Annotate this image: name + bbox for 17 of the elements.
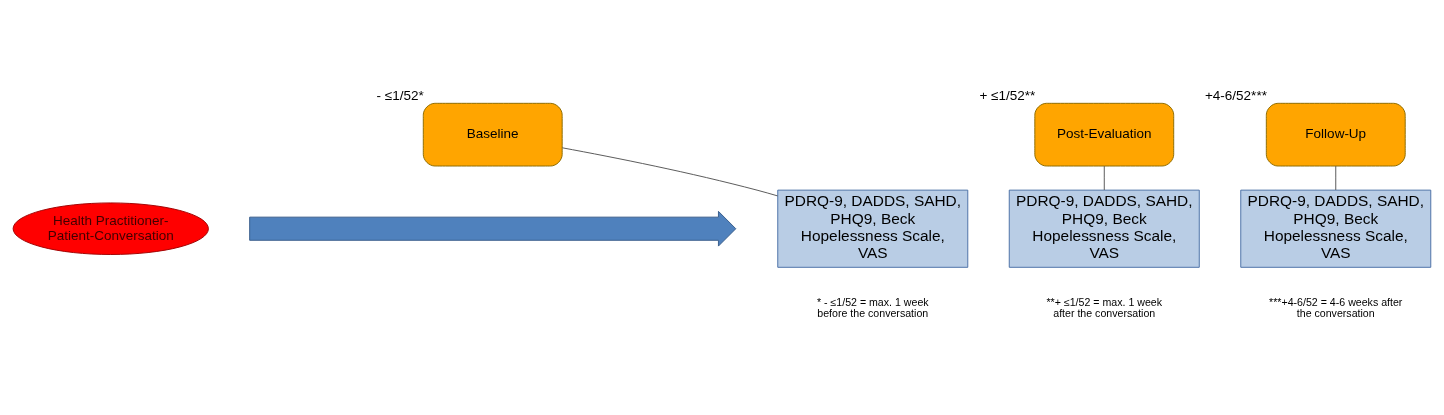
- node-label: + ≤1/52**: [979, 87, 1036, 103]
- connector: [1335, 165, 1337, 191]
- label: ***+4-6/52 = 4-6 weeks after the conversation: [1269, 295, 1403, 320]
- node-box: Post-Evaluation: [1034, 102, 1175, 167]
- node-label: +4-6/52***: [1204, 87, 1267, 103]
- node-label: - ≤1/52*: [376, 87, 424, 103]
- connector: [561, 147, 779, 197]
- label: * - ≤1/52 = max. 1 week before the conversation: [816, 295, 929, 320]
- node-box: Baseline: [422, 102, 563, 167]
- node-box: PDRQ-9, DADDS, SAHD, PHQ9, Beck Hopelessness Scale, VAS: [777, 189, 969, 268]
- node-arrow: [249, 210, 737, 247]
- connector: [1103, 165, 1105, 191]
- node-box: PDRQ-9, DADDS, SAHD, PHQ9, Beck Hopelessness Scale, VAS: [1008, 189, 1200, 268]
- node-ellipse: Health Practitioner-Patient-Conversation: [12, 202, 209, 255]
- node-box: PDRQ-9, DADDS, SAHD, PHQ9, Beck Hopelessness Scale, VAS: [1240, 189, 1432, 268]
- label: **+ ≤1/52 = max. 1 week after the conversation: [1046, 295, 1163, 320]
- node-box: Follow-Up: [1265, 102, 1406, 167]
